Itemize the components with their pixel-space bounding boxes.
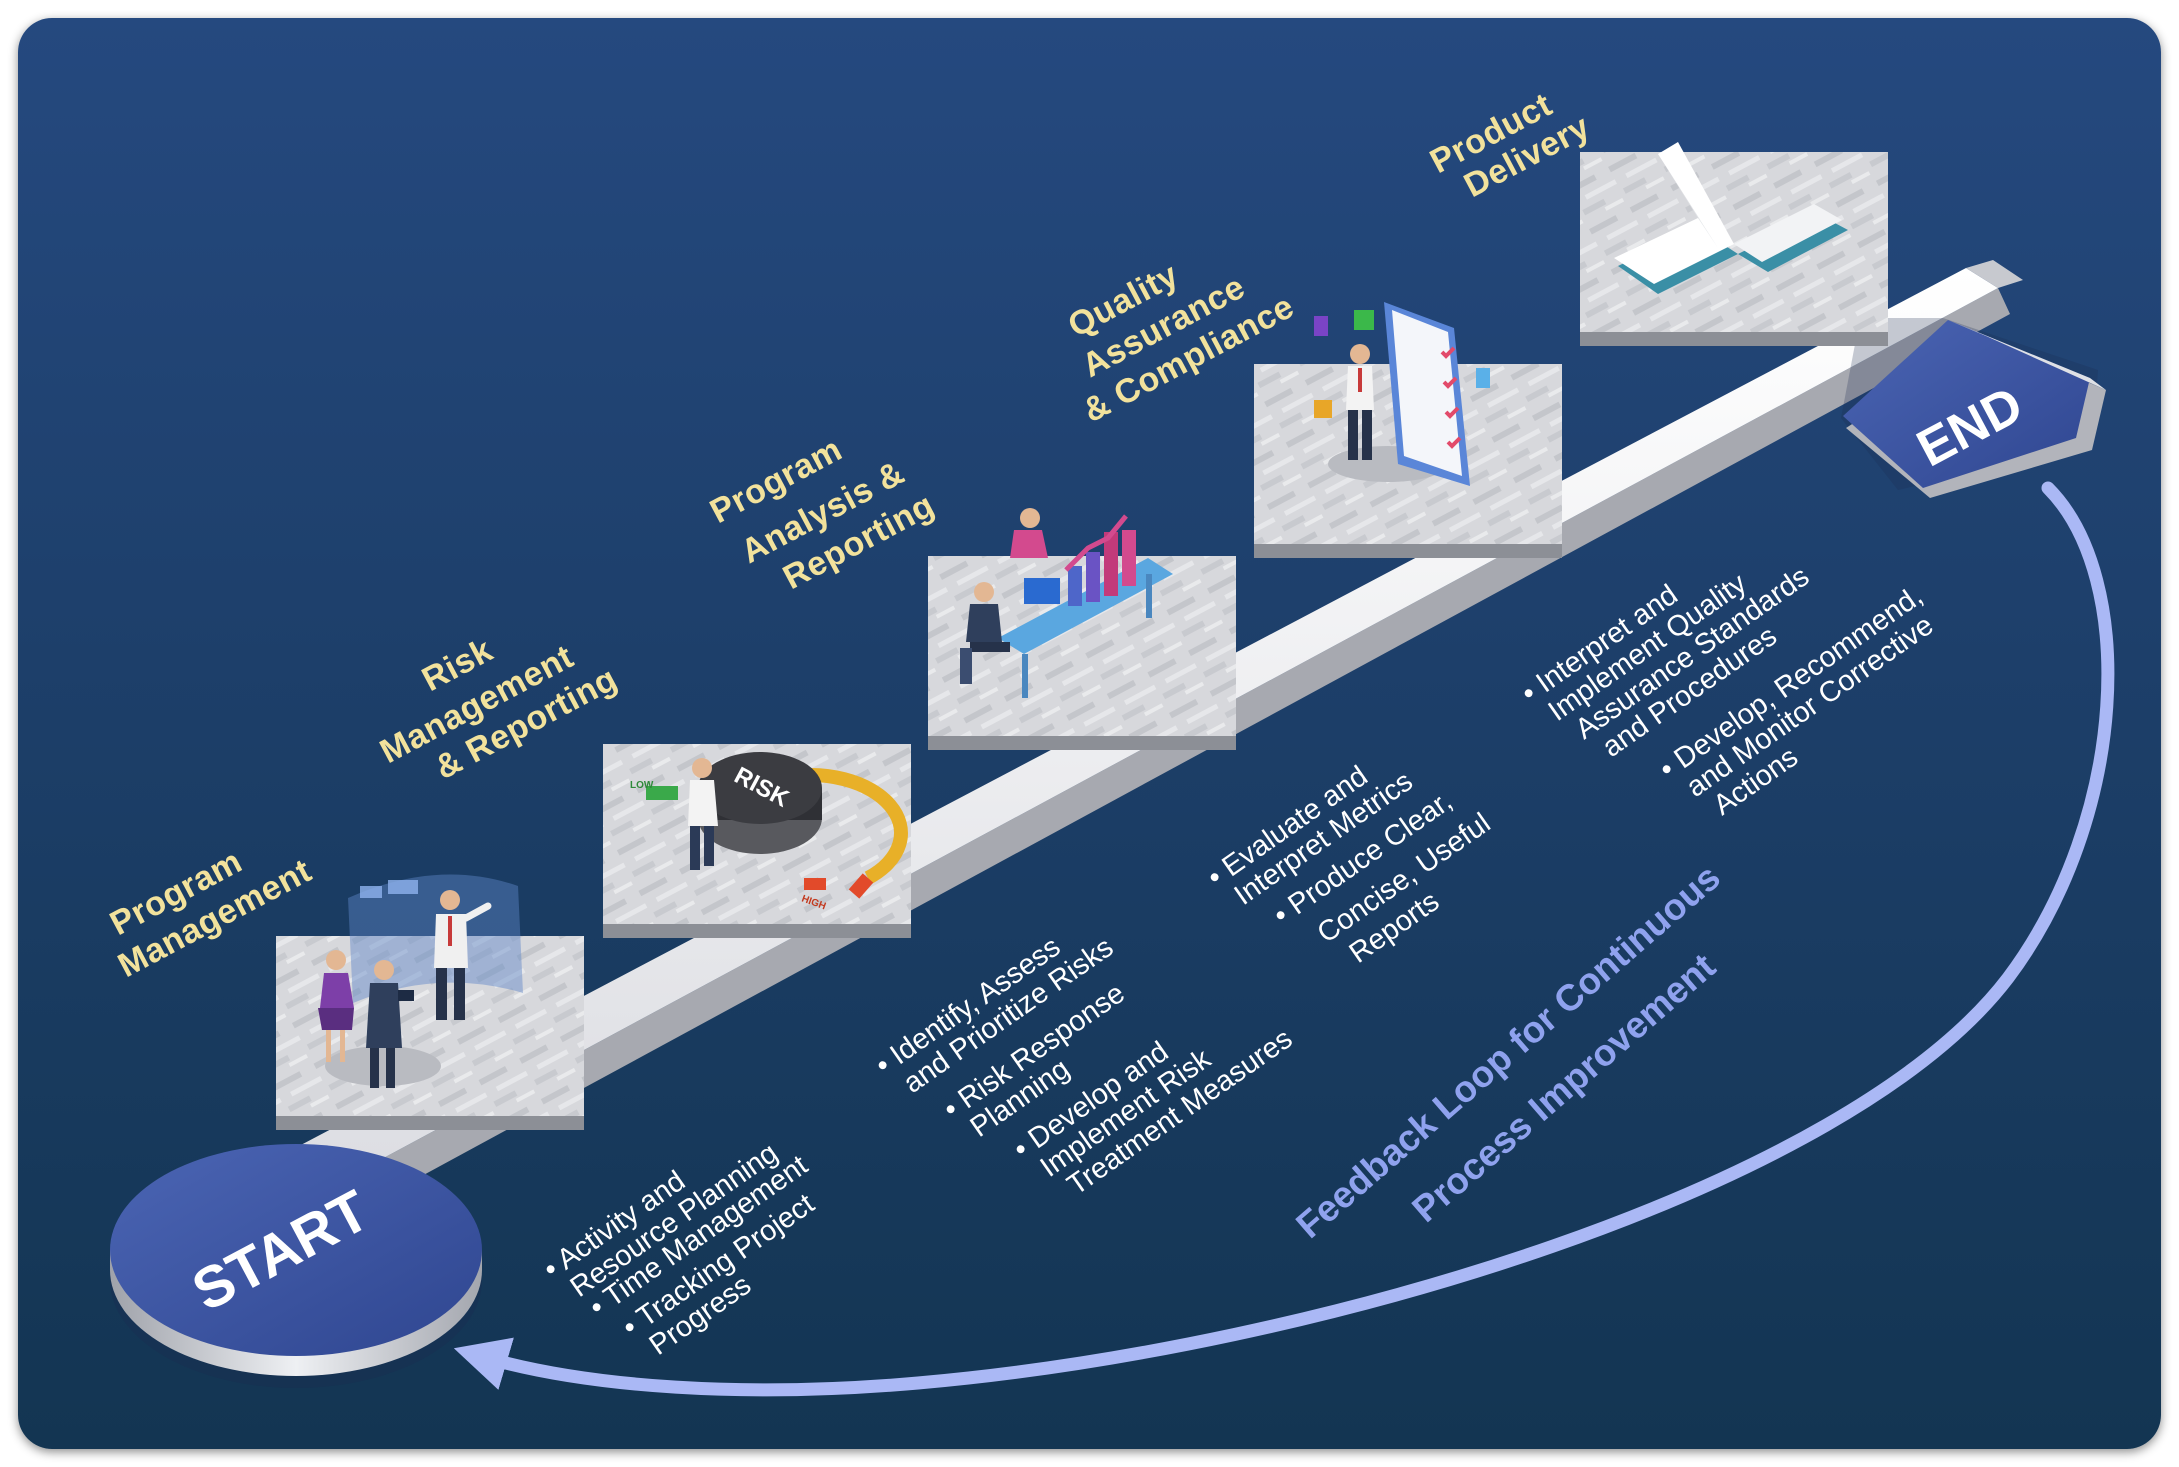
checklist-clipboard-icon [1314,302,1490,486]
start-disc: START [110,1144,482,1388]
risk-dial-icon: RISK LOW HIGH [630,752,908,912]
step-bullets-2: • Identify, Assess and Prioritize Risks … [870,931,1299,1202]
risk-dial-low: LOW [630,780,654,791]
step-tile-5 [1580,152,1888,346]
team-meeting-icon [318,874,523,1088]
open-book-icon [1614,142,1848,294]
process-diagram: START END Feedback Loop for Continuous P… [104,86,2115,1397]
step-bullets-3: • Evaluate and Interpret Metrics • Produ… [1202,760,1497,970]
end-badge: END [1841,318,2106,498]
diagram-panel: START END Feedback Loop for Continuous P… [18,18,2161,1449]
feedback-loop-arrow [453,481,2115,1397]
step-bullets-1: • Activity and Resource Planning • Time … [538,1137,821,1362]
step-product-delivery: Product Delivery [1424,86,1888,346]
step-bullets-4: • Interpret and Implement Quality Assura… [1516,560,1940,821]
analytics-desk-icon [960,508,1173,698]
